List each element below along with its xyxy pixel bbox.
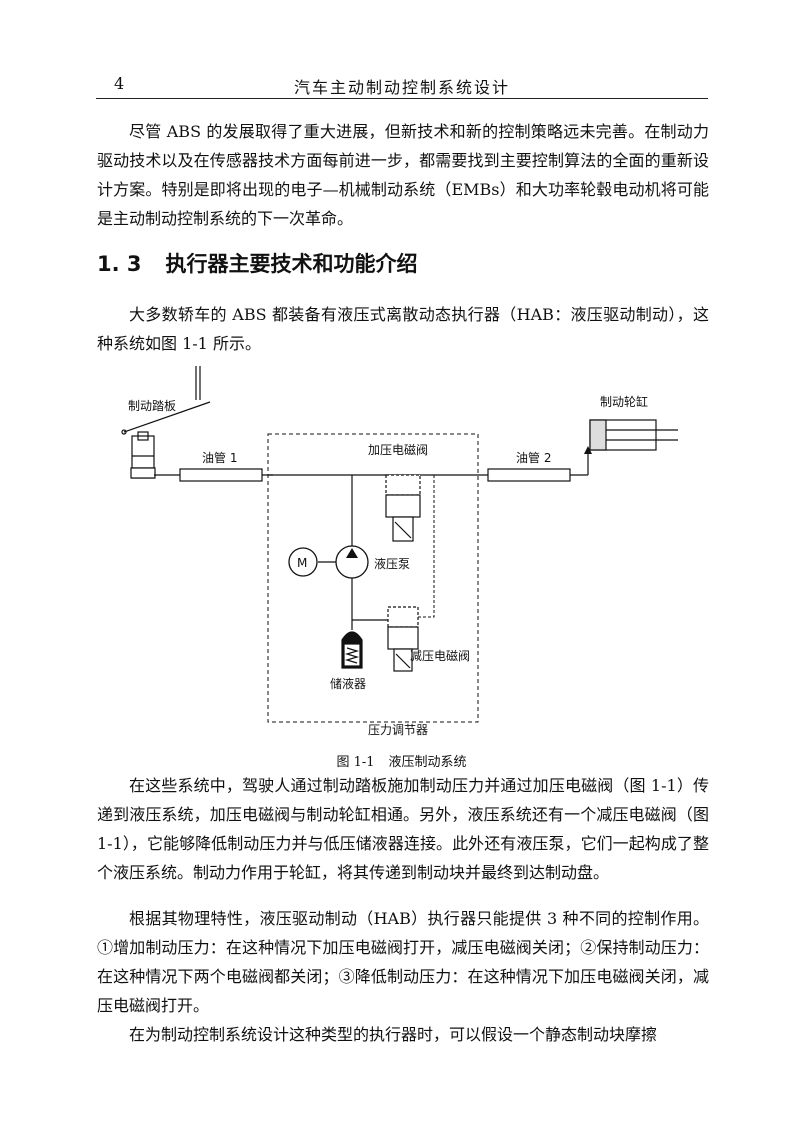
brake-wheel-cylinder bbox=[589, 419, 678, 451]
inlet-solenoid-valve bbox=[385, 474, 421, 542]
running-title: 汽车主动制动控制系统设计 bbox=[293, 78, 510, 97]
figure-caption: 图 1-1 液压制动系统 bbox=[0, 751, 803, 770]
outlet-solenoid-valve bbox=[387, 606, 419, 672]
hydraulic-pump bbox=[335, 545, 369, 579]
modulator-label: 压力调节器 bbox=[368, 723, 428, 737]
pressure-modulator-box bbox=[267, 433, 479, 723]
page-header: 4 汽车主动制动控制系统设计 bbox=[96, 72, 708, 99]
hydraulic-brake-diagram: 制动踏板 油管 1 压力调节器 加压电磁阀 M bbox=[118, 362, 688, 742]
motor-label: M bbox=[297, 556, 307, 570]
paragraph-3: 在这些系统中，驾驶人通过制动踏板施加制动压力并通过加压电磁阀（图 1-1）传递到… bbox=[97, 776, 709, 882]
pipe-1-label: 油管 1 bbox=[202, 450, 237, 465]
master-cylinder bbox=[130, 431, 156, 479]
wheel-cylinder-label: 制动轮缸 bbox=[600, 394, 648, 409]
paragraph-5: 在为制动控制系统设计这种类型的执行器时，可以假设一个静态制动块摩擦 bbox=[129, 1025, 658, 1044]
inlet-valve-label: 加压电磁阀 bbox=[368, 442, 428, 457]
oil-pipe-2 bbox=[487, 468, 571, 482]
accumulator bbox=[341, 631, 363, 669]
caption-number: 图 1-1 bbox=[336, 755, 375, 770]
page-number: 4 bbox=[114, 74, 125, 93]
outlet-valve-label: 减压电磁阀 bbox=[410, 648, 470, 663]
motor-symbol: M bbox=[288, 547, 318, 577]
brake-pedal bbox=[121, 366, 211, 435]
accumulator-label: 储液器 bbox=[330, 676, 366, 691]
paragraph-1: 尽管 ABS 的发展取得了重大进展，但新技术和新的控制策略远未完善。在制动力驱动… bbox=[97, 122, 709, 228]
paragraph-4: 根据其物理特性，液压驱动制动（HAB）执行器只能提供 3 种不同的控制作用。①增… bbox=[97, 909, 709, 1015]
section-number: 1. 3 bbox=[97, 252, 142, 276]
section-heading: 1. 3 执行器主要技术和功能介绍 bbox=[97, 248, 418, 278]
oil-pipe-1 bbox=[179, 468, 263, 482]
pipe-2-label: 油管 2 bbox=[516, 450, 551, 465]
pump-label: 液压泵 bbox=[374, 556, 410, 571]
paragraph-2: 大多数轿车的 ABS 都装备有液压式离散动态执行器（HAB：液压驱动制动），这种… bbox=[97, 305, 709, 353]
caption-title: 液压制动系统 bbox=[388, 755, 467, 770]
section-title: 执行器主要技术和功能介绍 bbox=[165, 252, 418, 276]
brake-pedal-label: 制动踏板 bbox=[128, 399, 176, 413]
